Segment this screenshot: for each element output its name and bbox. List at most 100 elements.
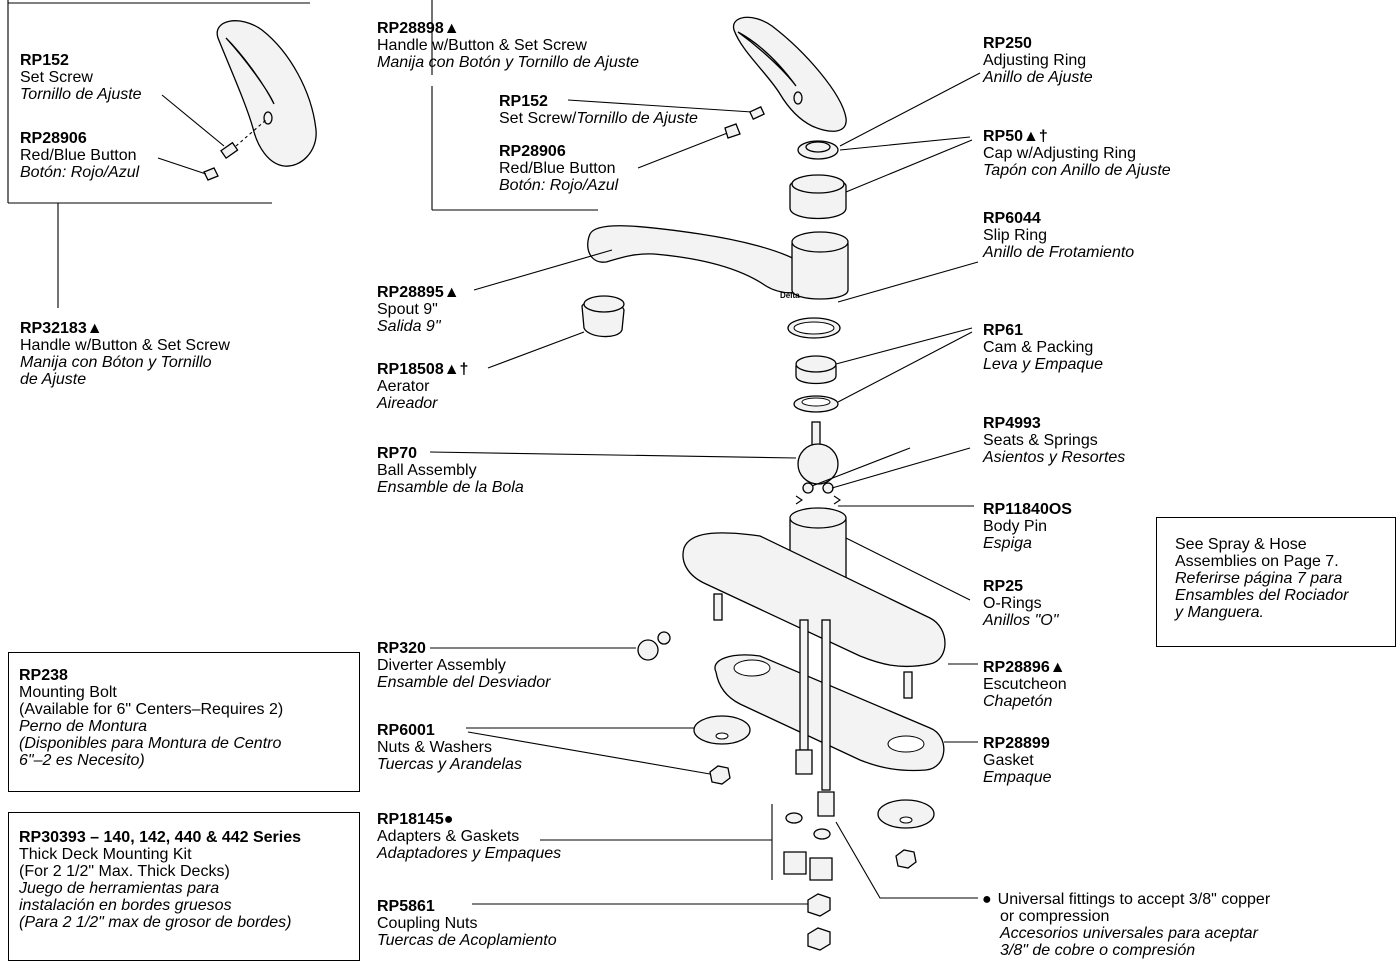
part-name-es: Botón: Rojo/Azul [499,177,619,194]
rp238-box: RP238 Mounting Bolt (Available for 6" Ce… [8,652,360,792]
part-number: RP28906 [20,130,87,147]
part-name-es: Anillos "O" [983,612,1059,629]
part-name-en: Slip Ring [983,227,1048,244]
part-name-es: Espiga [983,535,1032,552]
part-number: RP152 [499,93,548,110]
part-name-es: Leva y Empaque [983,356,1104,373]
part-number: RP152 [20,52,69,69]
part-note-es-cont: 6"–2 es Necesito) [19,752,145,769]
part-name-es: Botón: Rojo/Azul [20,164,140,181]
part-name-en: Set Screw/ [499,110,577,127]
part-note-es: (Para 2 1/2" max de grosor de bordes) [19,914,292,931]
part-name-en: Set Screw [20,69,93,86]
part-name-es: Ensamble de la Bola [377,479,524,496]
part-name-es: Tornillo de Ajuste [20,86,142,103]
part-number: RP28898▲ [377,20,460,37]
part-number: RP11840OS [983,501,1072,518]
part-number: RP28899 [983,735,1050,752]
callout-rp6044: RP6044 Slip Ring Anillo de Frotamiento [983,210,1134,261]
part-number: RP4993 [983,415,1041,432]
part-name-en: Aerator [377,378,430,395]
part-number: RP32183▲ [20,320,103,337]
note-es: Accesorios universales para aceptar [1000,925,1258,942]
delta-logo: Delta [780,291,800,300]
part-name-en: Escutcheon [983,676,1067,693]
callout-rp28896: RP28896▲ Escutcheon Chapetón [983,659,1067,710]
universal-fittings-note: ●Universal fittings to accept 3/8" coppe… [982,891,1270,959]
part-number: RP6044 [983,210,1041,227]
callout-rp28895: RP28895▲ Spout 9" Salida 9" [377,284,460,335]
part-name-en: Handle w/Button & Set Screw [377,37,587,54]
callout-inset-rp28906: RP28906 Red/Blue Button Botón: Rojo/Azul [20,130,139,181]
callout-inset-rp152: RP152 Set Screw Tornillo de Ajuste [20,52,142,103]
part-name-en: Handle w/Button & Set Screw [20,337,230,354]
part-name-es: Chapetón [983,693,1053,710]
part-number: RP5861 [377,898,435,915]
escutcheon-illustration [682,532,946,699]
part-name-es: Tuercas de Acoplamiento [377,932,557,949]
inset-handle-illustration [203,20,317,181]
callout-rp25: RP25 O-Rings Anillos "O" [983,578,1058,629]
part-name-es: Ensamble del Desviador [377,674,551,691]
callout-rp18508: RP18508▲† Aerator Aireador [377,361,468,412]
note-es: Referirse página 7 para [1175,570,1343,587]
part-name-es: Salida 9" [377,318,441,335]
part-name-en: Nuts & Washers [377,739,492,756]
bullet-icon: ● [982,891,992,908]
part-name-es: Juego de herramientas para [19,880,220,897]
part-number: RP18145● [377,811,454,828]
part-name-en: Adapters & Gaskets [377,828,520,845]
part-name-es: Perno de Montura [19,718,148,735]
part-name-en: Adjusting Ring [983,52,1087,69]
callout-rp28906: RP28906 Red/Blue Button Botón: Rojo/Azul [499,143,618,194]
part-name-en: Gasket [983,752,1034,769]
part-name-en: Diverter Assembly [377,657,506,674]
part-name-es-cont: de Ajuste [20,371,87,388]
part-number: RP30393 – 140, 142, 440 & 442 Series [19,829,301,846]
spray-hose-note-box: See Spray & Hose Assemblies on Page 7. R… [1156,517,1396,647]
part-number: RP6001 [377,722,435,739]
callout-rp152: RP152 Set Screw/Tornillo de Ajuste [499,93,698,127]
part-name-es: Asientos y Resortes [983,449,1126,466]
part-name-es: Manija con Botón y Tornillo de Ajuste [377,54,640,71]
part-name-en: Cam & Packing [983,339,1094,356]
note-es-cont: 3/8" de cobre o compresión [1000,942,1196,959]
part-note-en: (For 2 1/2" Max. Thick Decks) [19,863,230,880]
part-number: RP250 [983,35,1032,52]
part-name-es: Anillo de Frotamiento [983,244,1135,261]
part-name-es: Empaque [983,769,1052,786]
part-name-en: Spout 9" [377,301,438,318]
part-number: RP18508▲† [377,361,469,378]
part-name-en: Coupling Nuts [377,915,478,932]
callout-rp50: RP50▲† Cap w/Adjusting Ring Tapón con An… [983,128,1171,179]
part-name-es: Aireador [377,395,438,412]
part-name-en: Body Pin [983,518,1048,535]
callout-rp6001: RP6001 Nuts & Washers Tuercas y Arandela… [377,722,522,773]
callout-rp4993: RP4993 Seats & Springs Asientos y Resort… [983,415,1125,466]
part-name-es: Tuercas y Arandelas [377,756,522,773]
spout-illustration [587,225,849,300]
part-name-en: Cap w/Adjusting Ring [983,145,1136,162]
part-name-en: Red/Blue Button [499,160,616,177]
callout-rp11840os: RP11840OS Body Pin Espiga [983,501,1072,552]
callout-rp5861: RP5861 Coupling Nuts Tuercas de Acoplami… [377,898,557,949]
callout-rp28899: RP28899 Gasket Empaque [983,735,1052,786]
part-number: RP28895▲ [377,284,460,301]
part-note-en: (Available for 6" Centers–Requires 2) [19,701,284,718]
callout-rp70: RP70 Ball Assembly Ensamble de la Bola [377,445,524,496]
part-name-en: Thick Deck Mounting Kit [19,846,192,863]
part-number: RP61 [983,322,1024,339]
part-number: RP70 [377,445,418,462]
part-name-en: Ball Assembly [377,462,477,479]
part-number: RP238 [19,667,68,684]
note-es-cont2: y Manguera. [1175,604,1264,621]
callout-rp18145: RP18145● Adapters & Gaskets Adaptadores … [377,811,561,862]
callout-rp250: RP250 Adjusting Ring Anillo de Ajuste [983,35,1093,86]
part-name-es: Manija con Bóton y Tornillo [20,354,212,371]
part-name-es: Adaptadores y Empaques [377,845,562,862]
part-name-es: Anillo de Ajuste [983,69,1093,86]
part-number: RP320 [377,640,426,657]
rp30393-box: RP30393 – 140, 142, 440 & 442 Series Thi… [8,812,360,961]
callout-rp61: RP61 Cam & Packing Leva y Empaque [983,322,1103,373]
